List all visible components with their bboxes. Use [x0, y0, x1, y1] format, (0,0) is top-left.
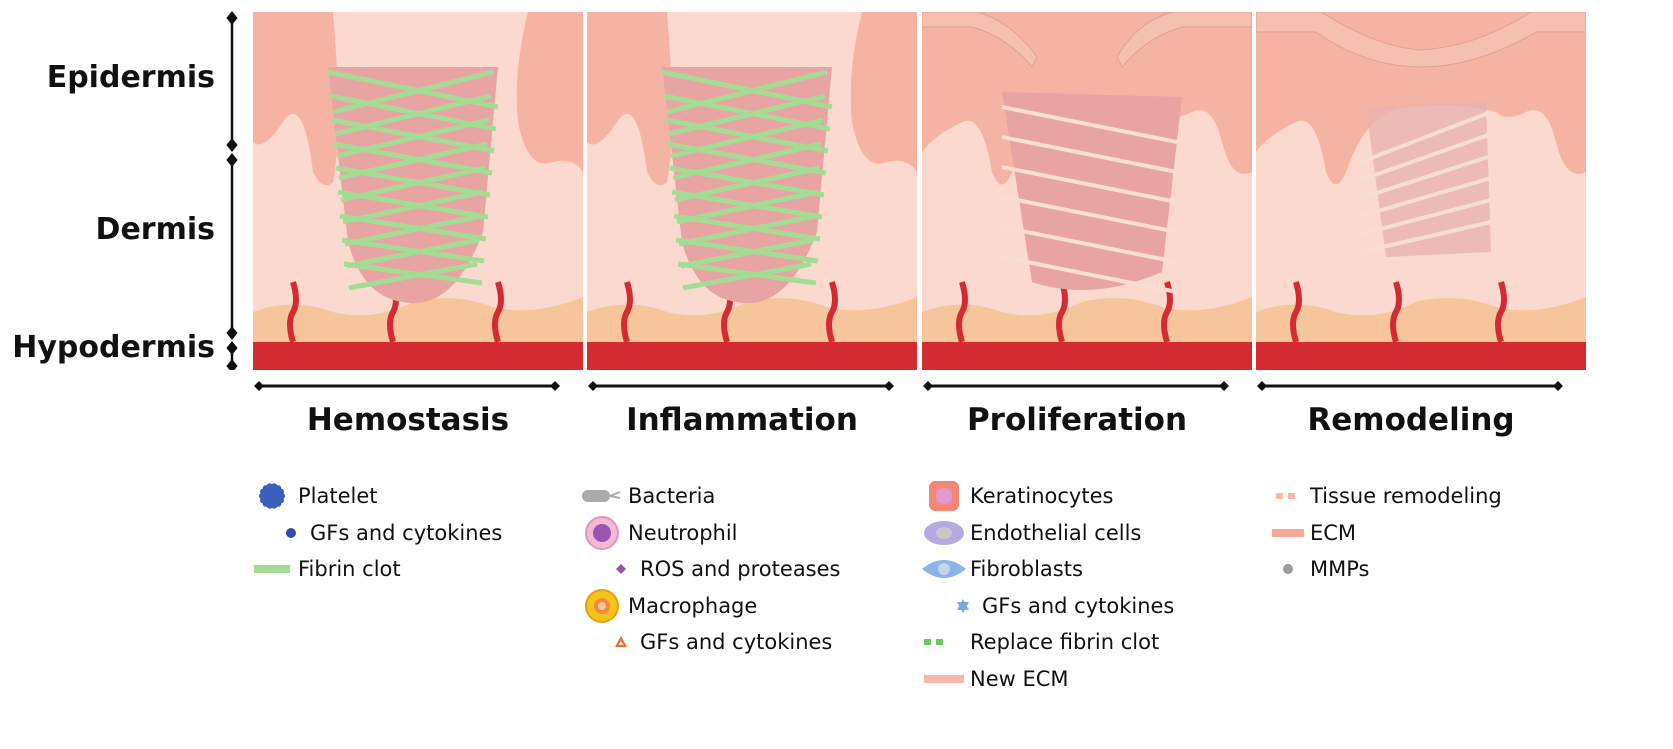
fibrin-strand — [332, 69, 494, 115]
fibrin-clot-icon — [254, 565, 290, 574]
replace-fibrin-dots-icon — [924, 639, 943, 646]
panel-inflammation — [587, 12, 917, 370]
fibroblast-icon — [922, 560, 966, 579]
stage-bracket — [1257, 381, 1563, 391]
ecm-strand — [1360, 110, 1492, 164]
capillary — [492, 281, 504, 343]
stage-bracket — [254, 381, 560, 391]
legend-label: Tissue remodeling — [1310, 484, 1502, 508]
epidermis-layer — [850, 12, 917, 172]
capillary — [1390, 281, 1402, 343]
ros-diamond-icon — [616, 564, 626, 575]
macrophage-icon — [585, 588, 619, 623]
new-ecm-strand — [1001, 255, 1178, 294]
new-ecm-strand — [1001, 105, 1178, 144]
fibrin-strand — [342, 189, 484, 225]
blood-vessel — [253, 342, 583, 370]
stage-bracket — [588, 381, 894, 391]
capillary — [826, 281, 838, 343]
fibrin-strand — [676, 189, 818, 225]
legend-label: Keratinocytes — [970, 484, 1114, 508]
bacteria-icon — [582, 490, 621, 502]
panel-proliferation — [922, 12, 1252, 370]
capillary — [1495, 281, 1507, 343]
stage-title-remodeling: Remodeling — [1307, 402, 1515, 438]
fibrin-strand — [678, 213, 816, 247]
epidermis-layer — [1256, 12, 1586, 185]
stage-title-inflammation: Inflammation — [626, 402, 858, 438]
platelet-icon — [259, 483, 285, 509]
legend-label: Macrophage — [628, 593, 758, 618]
fibrin-strand — [666, 69, 828, 115]
keratinocyte-layer — [1256, 12, 1586, 68]
blood-vessel — [587, 342, 917, 370]
legend-label: Replace fibrin clot — [970, 630, 1160, 655]
legend-label: GFs and cytokines — [982, 593, 1175, 618]
fibrin-strand — [680, 237, 814, 269]
capillary — [1290, 281, 1302, 343]
ecm-icon — [1272, 528, 1304, 537]
label-epidermis: Epidermis — [46, 60, 215, 95]
capillary — [1056, 281, 1068, 343]
stage-title-hemostasis: Hemostasis — [306, 402, 510, 438]
fibrin-strand — [346, 237, 480, 269]
epidermis-layer — [253, 12, 338, 186]
fibrin-strand — [348, 261, 478, 291]
capillary — [287, 281, 299, 343]
new-ecm-strand — [1001, 165, 1178, 204]
legend-label: Bacteria — [628, 484, 716, 508]
ecm-strand — [1360, 220, 1492, 254]
legend-label: Fibrin clot — [298, 557, 401, 582]
new-ecm-strand — [1001, 225, 1178, 264]
legend-label: New ECM — [970, 666, 1069, 691]
gf-dot-icon — [286, 527, 296, 538]
ecm-strand — [1360, 176, 1492, 218]
ecm-strand — [1360, 154, 1492, 200]
panel-remodeling — [1256, 12, 1586, 370]
stage-bracket — [923, 381, 1229, 391]
fibrin-strand — [682, 261, 812, 291]
legend-label: Fibroblasts — [970, 557, 1083, 582]
legend-label: Neutrophil — [628, 520, 738, 545]
new-ecm-icon — [924, 674, 964, 683]
stage-title-proliferation: Proliferation — [966, 402, 1188, 438]
wound-bed — [1002, 92, 1182, 290]
gf-triangle-icon — [615, 636, 627, 648]
remodeling-region — [1366, 102, 1491, 257]
panel-hemostasis — [253, 12, 583, 370]
capillary — [621, 281, 633, 343]
label-hypodermis: Hypodermis — [12, 330, 215, 365]
legend-label: MMPs — [1310, 557, 1370, 582]
capillary — [956, 281, 968, 343]
epidermis-layer — [516, 12, 583, 172]
fibrin-strand — [344, 213, 482, 247]
gf-star-icon — [957, 598, 969, 613]
legend-label: GFs and cytokines — [310, 520, 503, 545]
blood-vessel — [922, 342, 1252, 370]
tissue-remodeling-dots-icon — [1276, 493, 1295, 499]
new-ecm-strand — [1001, 195, 1178, 234]
new-ecm-strand — [1001, 135, 1178, 174]
capillary — [1161, 281, 1173, 343]
mmp-dot-icon — [1283, 564, 1293, 575]
ecm-strand — [1360, 198, 1492, 236]
ecm-strand — [1360, 132, 1492, 182]
endothelial-cell-icon — [924, 520, 964, 545]
legend-label: ECM — [1310, 520, 1357, 545]
neutrophil-icon — [585, 515, 619, 550]
epidermis-layer — [587, 12, 672, 186]
legend-label: GFs and cytokines — [640, 630, 833, 655]
legend-label: ROS and proteases — [640, 557, 841, 582]
keratinocyte-layer — [922, 12, 1252, 68]
label-dermis: Dermis — [95, 212, 215, 247]
legend-label: Endothelial cells — [970, 520, 1142, 545]
keratinocyte-icon — [929, 481, 959, 511]
layer-brackets — [226, 10, 238, 370]
blood-vessel — [1256, 342, 1586, 370]
legend-label: Platelet — [298, 484, 378, 508]
